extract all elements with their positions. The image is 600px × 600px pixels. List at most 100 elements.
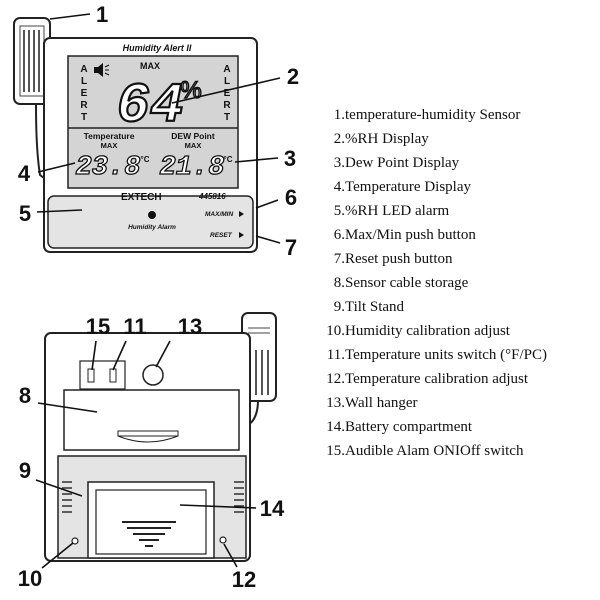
legend-number: 7.: [333, 251, 345, 267]
legend-text: Reset push button: [345, 251, 453, 267]
legend-number: 10.: [326, 323, 345, 339]
callout-2: 2: [287, 64, 299, 89]
legend-item: 1.temperature-humidity Sensor: [316, 103, 596, 127]
legend-number: 11.: [326, 347, 345, 363]
switch-panel: [79, 360, 126, 390]
legend-number: 15.: [326, 443, 345, 459]
legend-text: Temperature Display: [345, 179, 471, 195]
callout-5: 5: [19, 201, 31, 226]
legend-item: 2.%RH Display: [316, 127, 596, 151]
temperature-unit: °C: [141, 155, 150, 164]
legend-text: Battery compartment: [345, 419, 473, 435]
svg-text:A: A: [223, 64, 230, 75]
humidity-alarm-label-text: Humidity Alarm: [128, 224, 176, 231]
legend-item: 4.Temperature Display: [316, 175, 596, 199]
lcd-screen: [67, 55, 239, 189]
maxmin-button-label: MAX/MIN: [205, 211, 233, 218]
svg-text:E: E: [224, 88, 231, 99]
stand-grip-right: [234, 481, 244, 513]
callout-11: 11: [123, 314, 146, 339]
legend-text: %RH LED alarm: [345, 203, 450, 219]
legend-item: 5.%RH LED alarm: [316, 199, 596, 223]
svg-text:L: L: [81, 76, 87, 87]
temperature-units-switch[interactable]: [109, 368, 117, 383]
model-title: Humidity Alert II: [123, 43, 192, 53]
legend-item: 6.Max/Min push button: [316, 223, 596, 247]
legend-number: 13.: [326, 395, 345, 411]
legend-number: 3.: [333, 155, 345, 171]
audible-alarm-switch[interactable]: [87, 368, 95, 383]
dew-point-label: DEW Point: [171, 131, 215, 141]
legend-number: 4.: [333, 179, 345, 195]
legend-item: 12.Temperature calibration adjust: [316, 367, 596, 391]
legend-text: Temperature calibration adjust: [345, 371, 529, 387]
back-leader-lines: [35, 340, 257, 569]
legend-text: Temperature units switch (°F/PC): [345, 347, 548, 363]
svg-text:L: L: [224, 76, 230, 87]
humidity-calibration-adjust[interactable]: [71, 537, 79, 545]
callout-13: 13: [178, 314, 202, 339]
model-number: 445816: [198, 192, 226, 201]
callout-10: 10: [18, 566, 42, 591]
legend-number: 12.: [326, 371, 345, 387]
legend-item: 14.Battery compartment: [316, 415, 596, 439]
stand-grip-left: [62, 481, 72, 513]
legend-item: 8.Sensor cable storage: [316, 271, 596, 295]
legend-number: 6.: [333, 227, 345, 243]
legend-item: 13.Wall hanger: [316, 391, 596, 415]
legend-text: Max/Min push button: [345, 227, 476, 243]
callout-3: 3: [284, 146, 296, 171]
brand-logo: EXTECH: [121, 192, 162, 203]
callout-9: 9: [19, 458, 31, 483]
legend-item: 10.Humidity calibration adjust: [316, 319, 596, 343]
callout-1: 1: [96, 2, 108, 27]
rh-reading: 64: [116, 74, 183, 138]
callout-numbers: 1 2 3 4 5 6 7 8 9 10 11 12 13 14 15: [18, 2, 299, 592]
legend-text: Wall hanger: [345, 395, 418, 411]
legend-text: %RH Display: [345, 131, 429, 147]
svg-text:E: E: [81, 88, 88, 99]
callout-15: 15: [86, 314, 110, 339]
wall-hanger: [142, 364, 164, 386]
svg-text:T: T: [224, 112, 230, 123]
legend-text: Dew Point Display: [345, 155, 460, 171]
dew-point-unit: °C: [224, 155, 233, 164]
legend-item: 15.Audible Alam ONIOff switch: [316, 439, 596, 463]
legend-number: 5.: [333, 203, 345, 219]
rh-led-alarm: [148, 211, 156, 219]
svg-text:R: R: [223, 100, 231, 111]
legend-item: 11.Temperature units switch (°F/PC): [316, 343, 596, 367]
speaker-icon: [94, 63, 110, 77]
reset-button-label: RESET: [210, 232, 233, 239]
temperature-calibration-adjust[interactable]: [219, 536, 227, 544]
parts-legend: 1.temperature-humidity Sensor 2.%RH Disp…: [316, 103, 596, 463]
callout-7: 7: [285, 235, 297, 260]
legend-number: 8.: [333, 275, 345, 291]
dew-point-max-indicator: MAX: [185, 141, 202, 150]
legend-text: Audible Alam ONIOff switch: [345, 443, 524, 459]
device-front-base: [47, 195, 254, 249]
legend-item: 7.Reset push button: [316, 247, 596, 271]
battery-door-arrow-icon: [122, 521, 176, 547]
temperature-reading: 23.8: [76, 153, 141, 183]
dew-point-reading: 21.8: [160, 153, 225, 183]
front-leader-lines: [36, 13, 281, 244]
reset-push-button[interactable]: [239, 232, 244, 238]
svg-text:R: R: [80, 100, 88, 111]
callout-14: 14: [260, 496, 285, 521]
maxmin-push-button[interactable]: [239, 211, 244, 217]
legend-number: 1.: [333, 107, 345, 123]
sensor-cable-storage: [63, 389, 240, 451]
callout-6: 6: [285, 185, 297, 210]
legend-number: 14.: [326, 419, 345, 435]
legend-item: 3.Dew Point Display: [316, 151, 596, 175]
legend-text: Sensor cable storage: [345, 275, 469, 291]
svg-text:T: T: [81, 112, 87, 123]
legend-number: 2.: [333, 131, 345, 147]
callout-4: 4: [18, 161, 31, 186]
svg-text:A: A: [80, 64, 87, 75]
